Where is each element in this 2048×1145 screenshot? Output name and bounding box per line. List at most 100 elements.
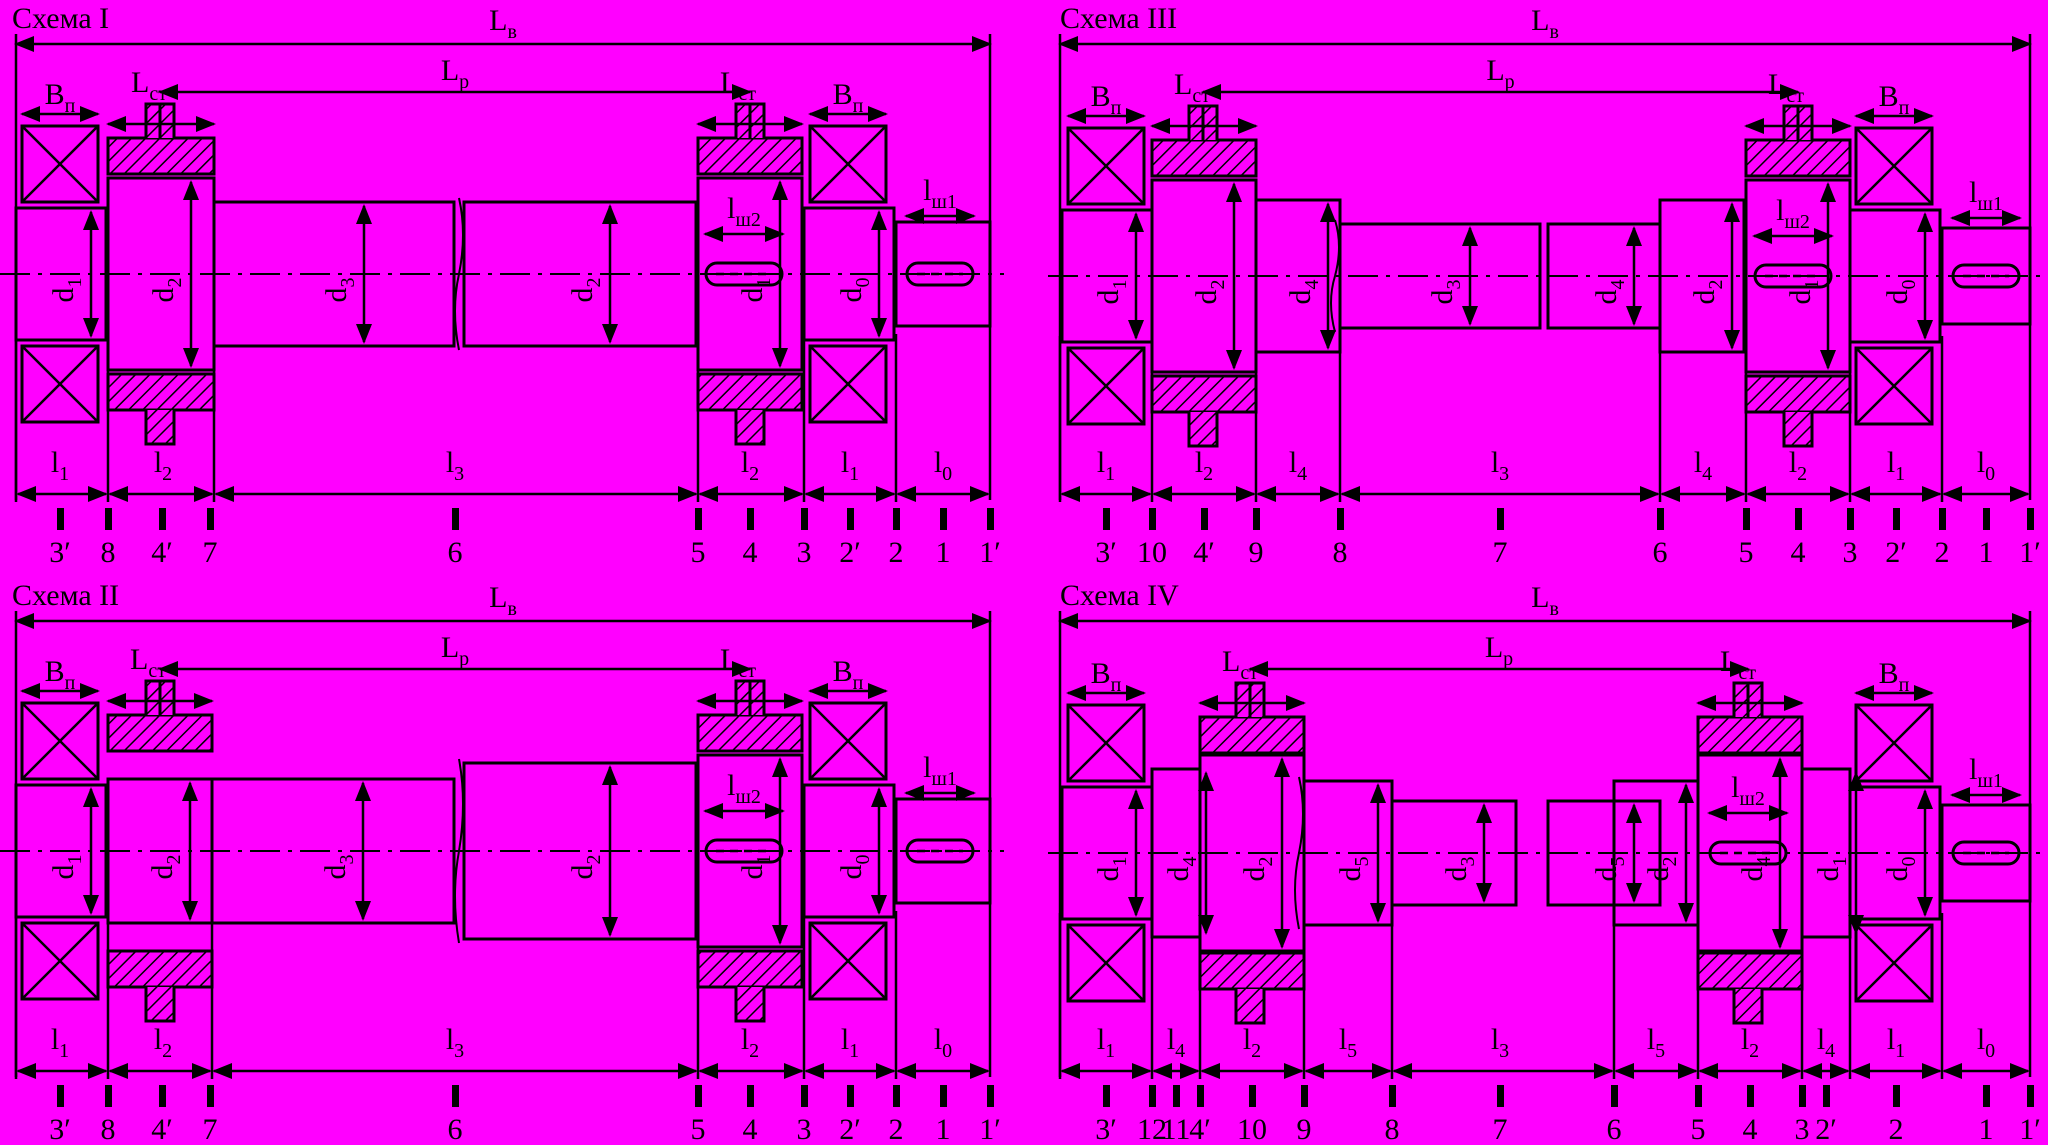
bearing-width-label-symbol: B <box>45 78 65 111</box>
diameter-label-symbol: d <box>1736 867 1769 882</box>
length-label: l3 <box>446 1023 464 1062</box>
diameter-label-index: 0 <box>1898 280 1920 290</box>
bearing-2-top-body <box>808 124 888 204</box>
section-marker <box>801 1085 808 1107</box>
diameter-label-index: 4 <box>1179 857 1201 867</box>
gear-2-tooth-top <box>1732 681 1764 717</box>
bearing-2-top <box>808 124 888 204</box>
bearing-width-label-symbol: B <box>1091 657 1111 690</box>
diameter-label-index: 1 <box>753 855 775 865</box>
keyway-length-label-index: ш1 <box>1977 193 2002 215</box>
keyway-length-label-index: ш1 <box>1977 770 2002 792</box>
section-marker <box>1657 508 1664 530</box>
length-label-index: 2 <box>1203 463 1213 485</box>
hub-length-label-symbol: L <box>130 643 148 676</box>
section-marker <box>747 1085 754 1107</box>
bearing-1-top-body <box>1066 126 1146 206</box>
diameter-label: d1 <box>736 278 775 303</box>
section-marker <box>1249 1085 1256 1107</box>
shaft-step-6 <box>1658 198 1746 354</box>
overall-length-label-index: в <box>507 21 516 43</box>
length-label-symbol: l <box>741 446 749 479</box>
section-marker <box>893 1085 900 1107</box>
length-label-symbol: l <box>1977 1023 1985 1056</box>
section-number: 3 <box>797 1113 812 1145</box>
diameter-label: d4 <box>1736 857 1775 882</box>
shaft-step-11 <box>1940 803 2032 903</box>
bearing-width-label-symbol: B <box>1879 80 1899 113</box>
section-marker <box>1747 1085 1754 1107</box>
section-marker <box>1611 1085 1618 1107</box>
section-marker <box>1795 508 1802 530</box>
length-label: l2 <box>741 1023 759 1062</box>
hub-length-label-index: ст <box>1240 662 1258 684</box>
bearing-1-bottom <box>1066 923 1146 1003</box>
keyway-length-label: lш2 <box>1776 194 1810 233</box>
diameter-label-index: 5 <box>1351 857 1373 867</box>
section-number: 6 <box>1607 1113 1622 1145</box>
length-label-index: 4 <box>1297 463 1307 485</box>
section-number: 3′ <box>49 1113 71 1145</box>
span-length-label-index: р <box>459 71 469 93</box>
hub-length-label-index: ст <box>148 660 166 682</box>
length-label: l4 <box>1694 446 1712 485</box>
section-number: 2 <box>889 1113 904 1145</box>
section-number: 10 <box>1137 536 1167 569</box>
bearing-1-bottom-body <box>1066 346 1146 426</box>
span-length-label-symbol: L <box>441 631 459 664</box>
bearing-1-bottom <box>1066 346 1146 426</box>
length-label-symbol: l <box>1289 446 1297 479</box>
section-marker <box>940 1085 947 1107</box>
bearing-1-top-cross-b <box>21 702 99 780</box>
bearing-2-bottom-body <box>808 921 888 1001</box>
gear-1-ring-bottom <box>1198 951 1306 991</box>
diameter-label-index: 2 <box>1705 280 1727 290</box>
length-label-index: 1 <box>849 463 859 485</box>
hub-length-label-index: ст <box>149 83 167 105</box>
length-label: l1 <box>1097 1023 1115 1062</box>
diameter-label: d2 <box>146 855 185 880</box>
section-number: 12 <box>1137 1113 1167 1145</box>
diameter-label-symbol: d <box>1284 290 1317 305</box>
diameter-label: d2 <box>1642 857 1681 882</box>
section-number: 1 <box>936 1113 951 1145</box>
shaft-step-6 <box>1546 799 1662 907</box>
section-marker <box>1893 1085 1900 1107</box>
diameter-label-index: 0 <box>852 278 874 288</box>
section-marker <box>1201 508 1208 530</box>
length-label-symbol: l <box>841 1023 849 1056</box>
length-label: l3 <box>446 446 464 485</box>
length-label: l0 <box>934 1023 952 1062</box>
gear-2-tooth-bottom <box>734 410 766 446</box>
bearing-width-label: Bп <box>1091 80 1122 119</box>
section-marker <box>1695 1085 1702 1107</box>
section-marker <box>452 508 459 530</box>
diameter-label-symbol: d <box>1238 867 1271 882</box>
diameter-label-symbol: d <box>566 288 599 303</box>
diameter-label-index: 1 <box>1829 857 1851 867</box>
bearing-2-bottom-cross-b <box>809 345 887 423</box>
length-label-symbol: l <box>841 446 849 479</box>
length-label: l2 <box>1789 446 1807 485</box>
length-label-symbol: l <box>51 1023 59 1056</box>
section-number: 1 <box>936 536 951 569</box>
diameter-label: d3 <box>1426 280 1465 305</box>
gear-1-tooth-bottom <box>1187 412 1219 448</box>
keyway-length-label: lш1 <box>923 174 957 213</box>
span-length-label: Lр <box>1486 54 1514 93</box>
journal-2 <box>802 783 896 919</box>
section-number: 6 <box>1653 536 1668 569</box>
gear-2-tooth-top <box>734 679 766 715</box>
gear-1-ring-top <box>106 713 214 753</box>
section-number: 1′ <box>979 536 1001 569</box>
section-marker <box>207 1085 214 1107</box>
length-label-index: 1 <box>1105 1040 1115 1062</box>
keyway-2 <box>905 261 975 287</box>
hub-length-label: Lст <box>1174 68 1210 107</box>
section-marker <box>1823 1085 1830 1107</box>
break-line <box>454 758 464 944</box>
keyway-2 <box>1951 840 2021 866</box>
bearing-width-label-symbol: B <box>833 78 853 111</box>
bearing-2-bottom-body <box>1854 923 1934 1003</box>
section-marker <box>1149 508 1156 530</box>
